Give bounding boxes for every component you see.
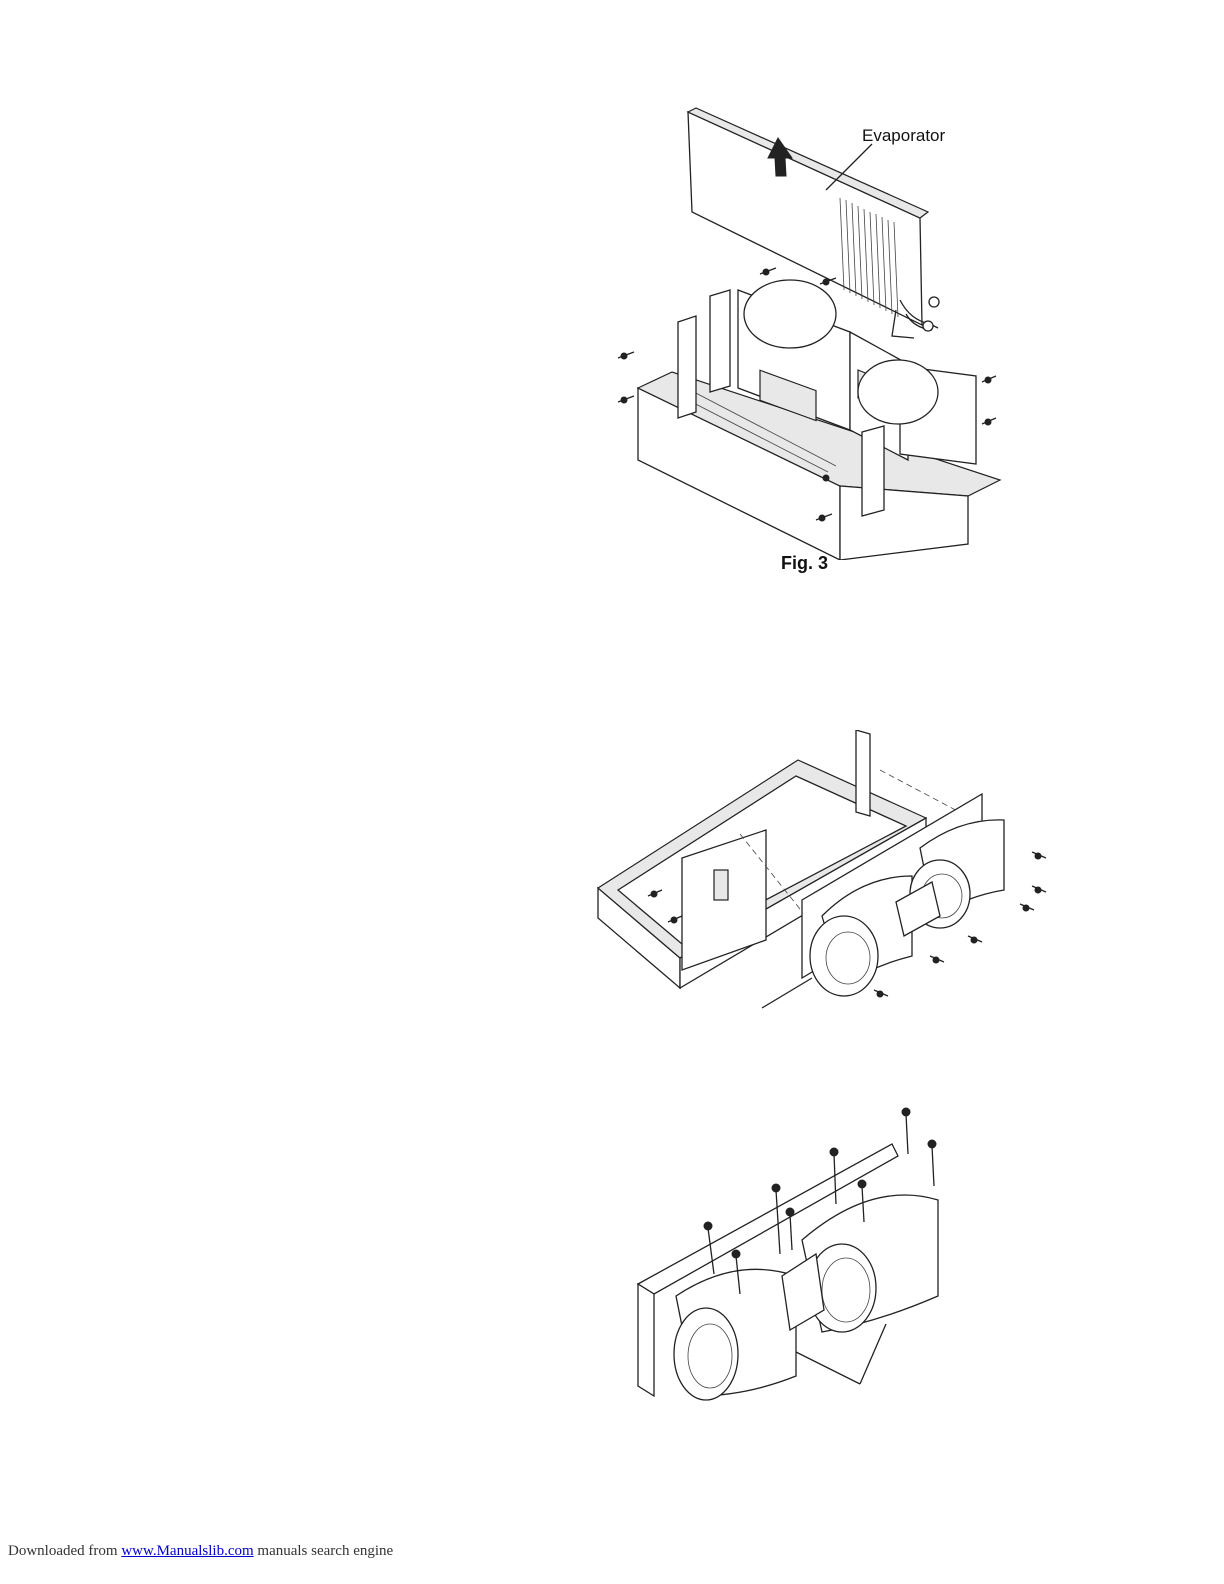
blower-removal-drawing (590, 730, 1060, 1010)
evaporator-label: Evaporator (862, 126, 945, 146)
blower-removal-illustration (590, 730, 1060, 1010)
footer-prefix: Downloaded from (8, 1543, 118, 1559)
download-footer: Downloaded from www.Manualslib.com manua… (8, 1543, 393, 1560)
figure-caption: Fig. 3 (781, 553, 828, 574)
evaporator-illustration (600, 100, 1020, 560)
manualslib-link[interactable]: www.Manualslib.com (121, 1543, 253, 1559)
evaporator-drawing (600, 100, 1020, 560)
blower-fan-drawing (628, 1104, 958, 1404)
blower-fan-illustration (628, 1104, 958, 1404)
footer-suffix: manuals search engine (257, 1543, 393, 1559)
